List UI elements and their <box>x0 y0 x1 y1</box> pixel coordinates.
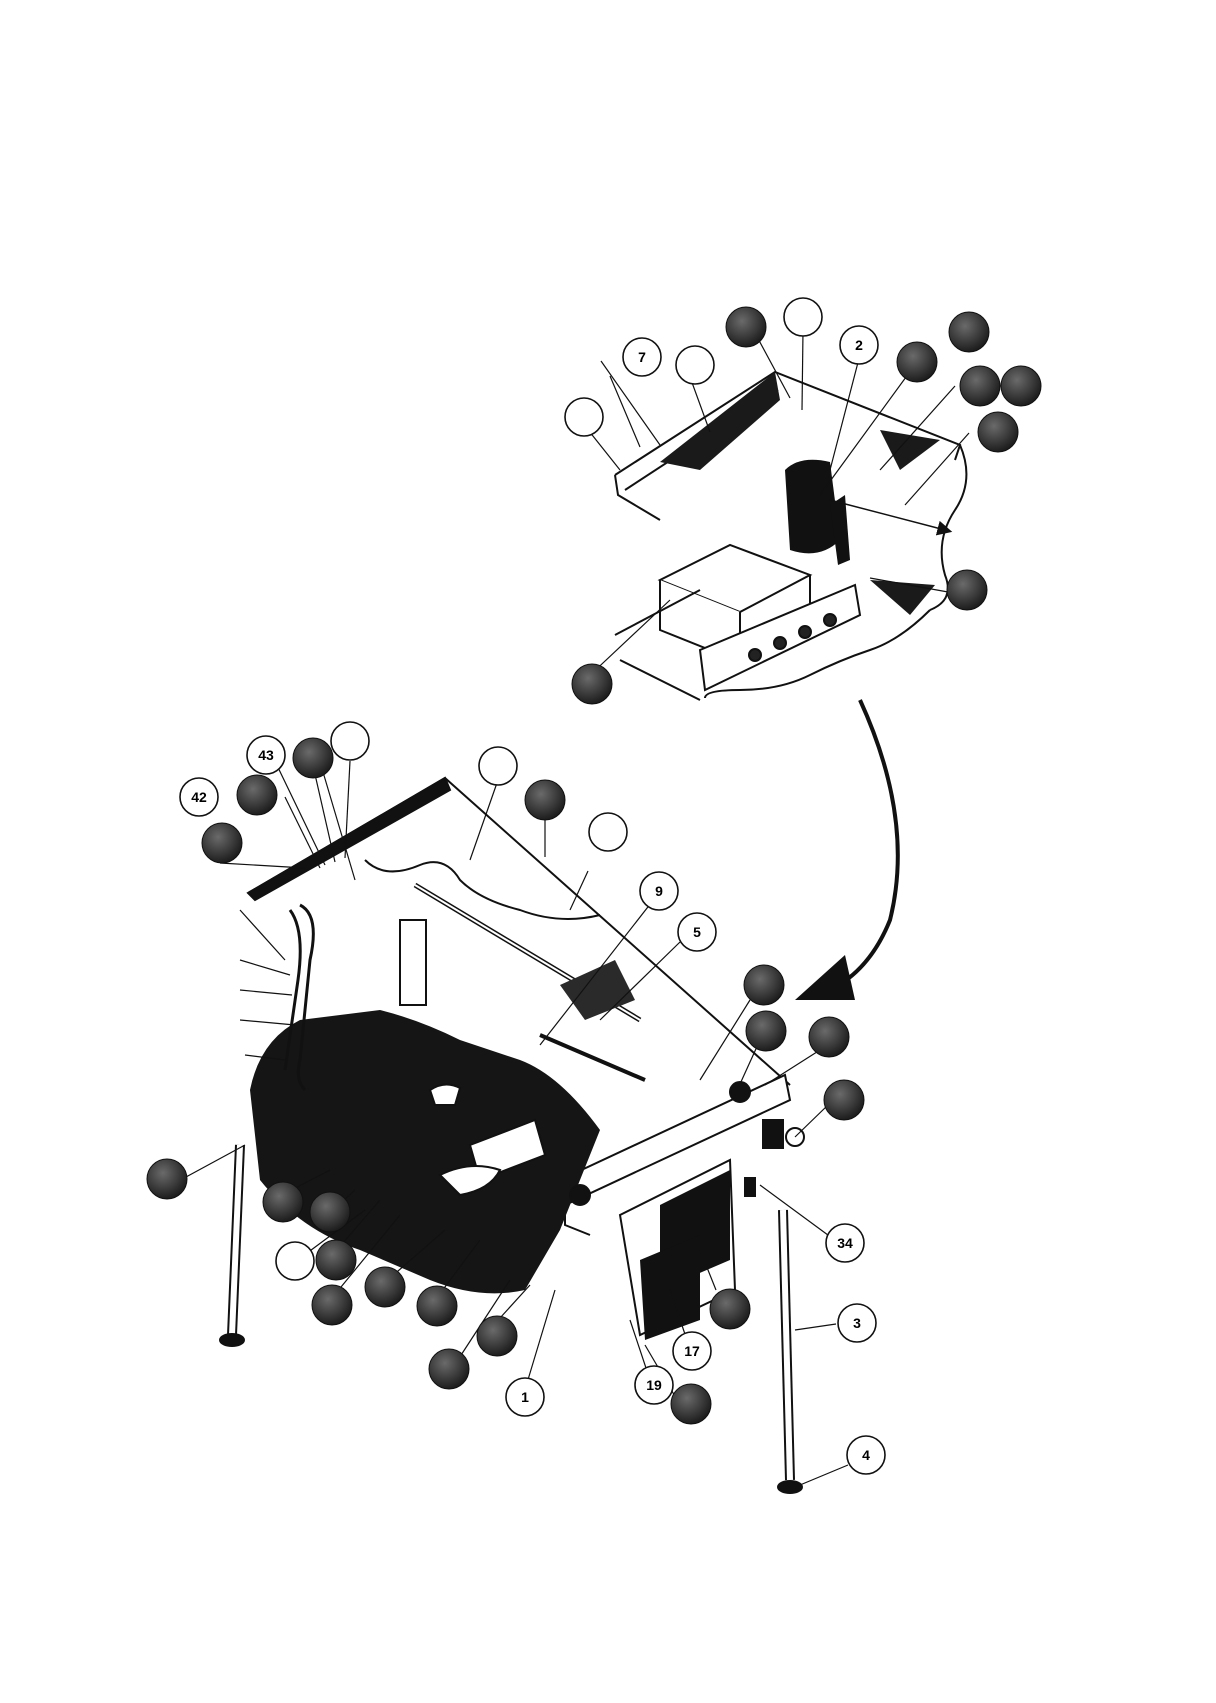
callout-5: 5 <box>677 912 717 952</box>
callout-7: 7 <box>622 337 662 377</box>
svg-text:5: 5 <box>693 924 701 940</box>
empty-callouts <box>275 297 823 1281</box>
callout-43: 43 <box>246 735 286 775</box>
callout-42: 42 <box>179 777 219 817</box>
callout-17: 17 <box>672 1331 712 1371</box>
svg-text:43: 43 <box>258 747 274 763</box>
callout-4: 4 <box>846 1435 886 1475</box>
main-chassis <box>219 776 805 1494</box>
assembly-arrow <box>829 699 900 992</box>
svg-text:7: 7 <box>638 349 646 365</box>
callout-19: 19 <box>634 1365 674 1405</box>
callout-2: 2 <box>839 325 879 365</box>
svg-text:2: 2 <box>855 337 863 353</box>
callout-3: 3 <box>837 1303 877 1343</box>
svg-text:1: 1 <box>521 1389 529 1405</box>
leader-lines <box>185 330 970 1486</box>
svg-text:42: 42 <box>191 789 207 805</box>
upper-subassembly <box>614 370 968 701</box>
svg-text:9: 9 <box>655 883 663 899</box>
callout-1: 1 <box>505 1377 545 1417</box>
dark-callouts <box>146 306 1042 1425</box>
svg-text:4: 4 <box>862 1447 870 1463</box>
svg-text:17: 17 <box>684 1343 700 1359</box>
callout-9: 9 <box>639 871 679 911</box>
svg-text:19: 19 <box>646 1377 662 1393</box>
svg-text:34: 34 <box>837 1235 853 1251</box>
arrow-head <box>795 955 855 1000</box>
callout-34: 34 <box>825 1223 865 1263</box>
svg-text:3: 3 <box>853 1315 861 1331</box>
